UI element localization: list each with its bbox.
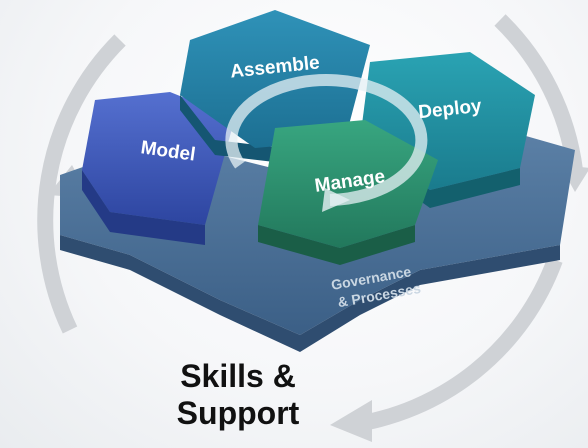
outer-arc-left	[37, 34, 126, 334]
support-label: Support	[177, 395, 300, 431]
hex-assemble	[180, 10, 370, 165]
arrowhead-bottom-left-icon	[330, 400, 372, 442]
hex-model-side	[82, 170, 205, 245]
skills-label: Skills &	[180, 358, 296, 394]
hex-manage	[258, 120, 438, 265]
inner-cycle-arrow	[225, 74, 428, 206]
hex-assemble-face	[180, 10, 370, 148]
hex-deploy-side	[360, 140, 520, 208]
inner-arc	[225, 74, 428, 206]
hex-manage-face	[258, 120, 438, 248]
outer-arc-bottom	[348, 257, 563, 433]
hex-assemble-side	[180, 95, 300, 165]
inner-arrowhead-icon	[322, 188, 350, 212]
hex-manage-side	[258, 225, 415, 265]
